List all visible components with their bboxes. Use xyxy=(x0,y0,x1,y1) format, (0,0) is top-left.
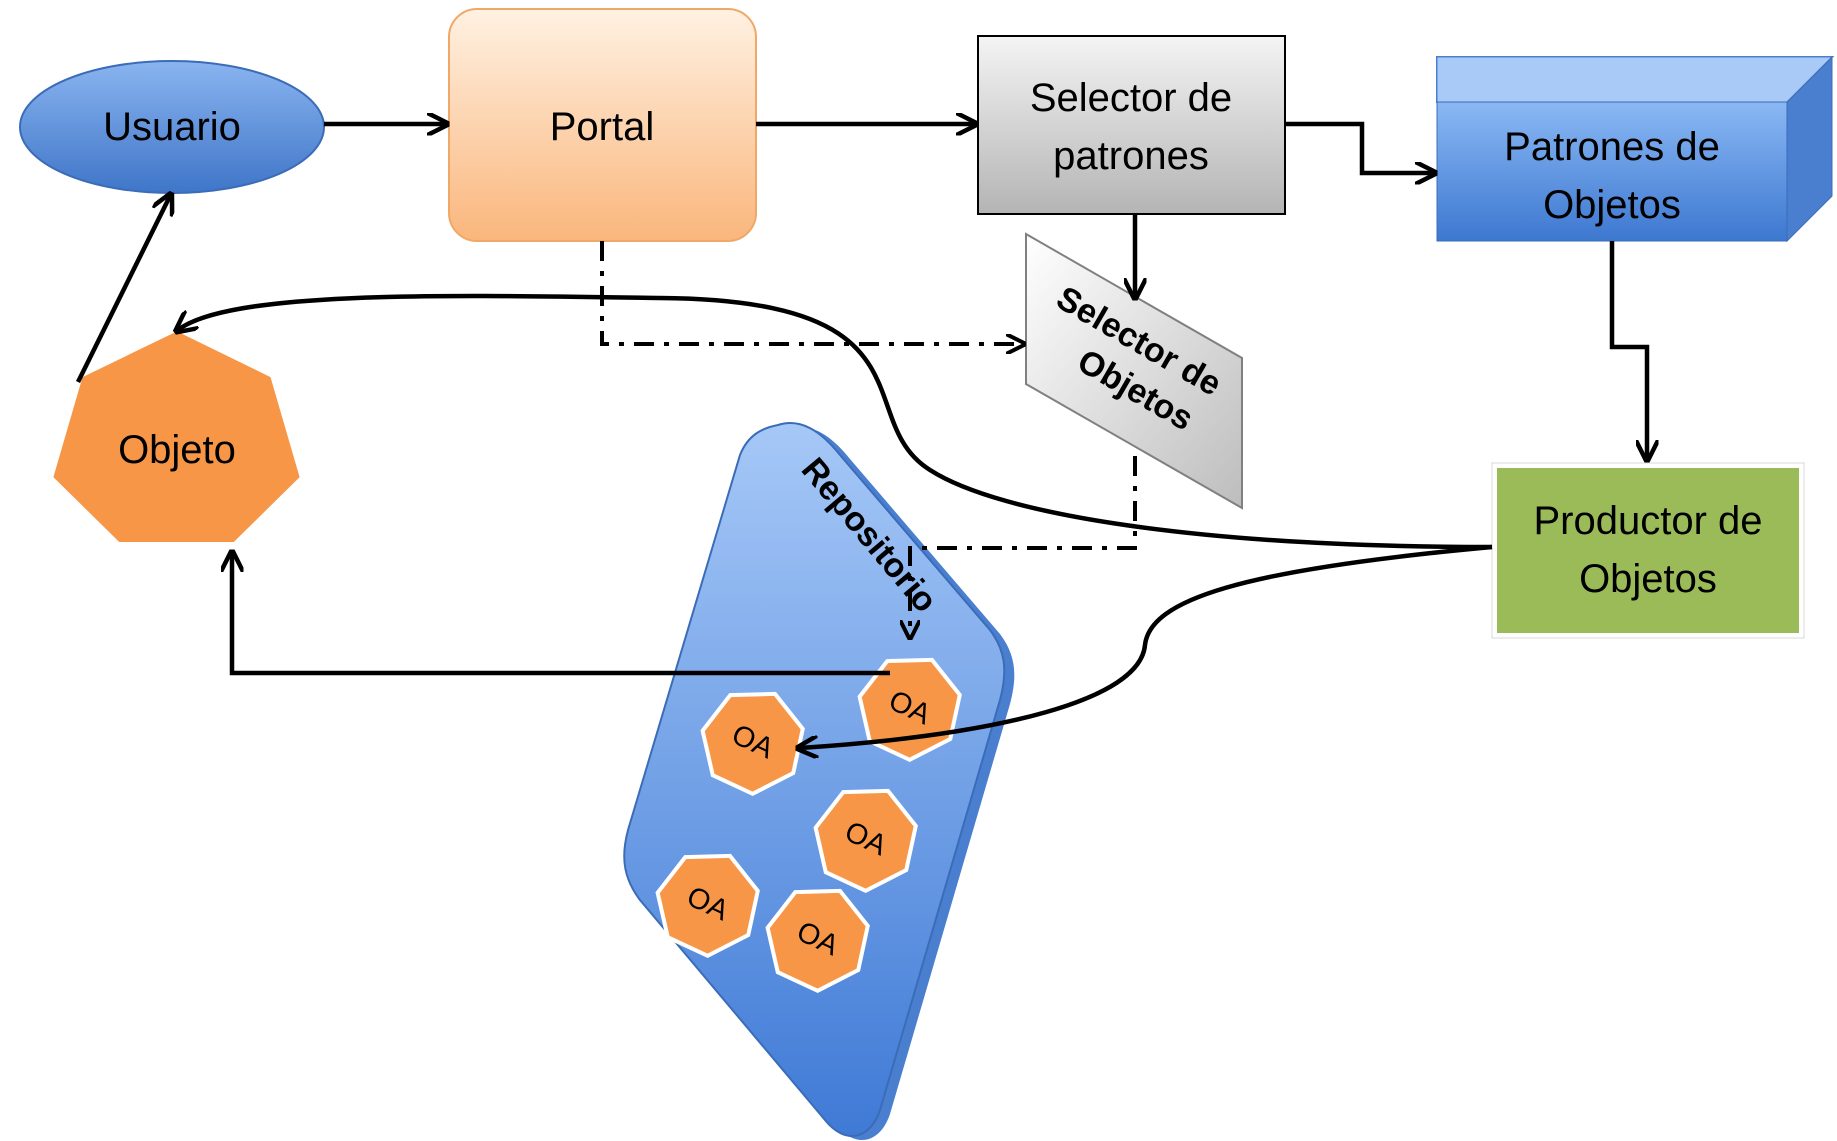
productor-objetos-label-line2: Objetos xyxy=(1579,557,1717,601)
edge-repositorio-objeto xyxy=(232,554,890,676)
connectors xyxy=(75,121,1647,748)
selector-patrones-node: Selector de patrones xyxy=(977,35,1286,215)
oa-item: OA xyxy=(813,788,918,894)
productor-objetos-node: Productor de Objetos xyxy=(1491,462,1805,639)
usuario-label: Usuario xyxy=(103,105,241,149)
patrones-objetos-node: Patrones de Objetos xyxy=(1436,55,1835,243)
selector-objetos-node: Selector de Objetos xyxy=(1025,232,1243,510)
objeto-label: Objeto xyxy=(118,428,236,472)
dashed-connectors xyxy=(600,241,1137,636)
oa-shape xyxy=(813,788,918,894)
edge-selector-objetos-repositorio xyxy=(910,456,1137,636)
selector-patrones-label-line2: patrones xyxy=(1053,134,1209,178)
edge-portal-selector-objetos xyxy=(600,241,1022,344)
oa-shape xyxy=(765,888,870,994)
repositorio-container: Repositorio xyxy=(623,422,1015,1141)
productor-objetos-label-line1: Productor de xyxy=(1533,499,1762,543)
edge-productor-repositorio xyxy=(800,544,1493,748)
oa-item: OA xyxy=(700,691,805,797)
repositorio-card xyxy=(623,422,1006,1137)
portal-node: Portal xyxy=(448,8,757,242)
edge-productor-objeto xyxy=(178,293,1493,550)
edge-selector-patrones-patrones-objetos xyxy=(1285,121,1433,173)
oa-shape xyxy=(655,853,760,959)
portal-label: Portal xyxy=(550,105,655,149)
patrones-objetos-label-line2: Objetos xyxy=(1543,183,1681,227)
objeto-node: Objeto xyxy=(46,324,307,548)
usuario-node: Usuario xyxy=(19,60,325,194)
oa-item: OA xyxy=(765,888,870,994)
selector-patrones-label-line1: Selector de xyxy=(1030,76,1232,120)
patrones-objetos-label-line1: Patrones de xyxy=(1504,125,1720,169)
edge-patrones-productor xyxy=(1609,241,1647,458)
edge-objeto-usuario xyxy=(75,196,170,383)
oa-item: OA xyxy=(655,853,760,959)
